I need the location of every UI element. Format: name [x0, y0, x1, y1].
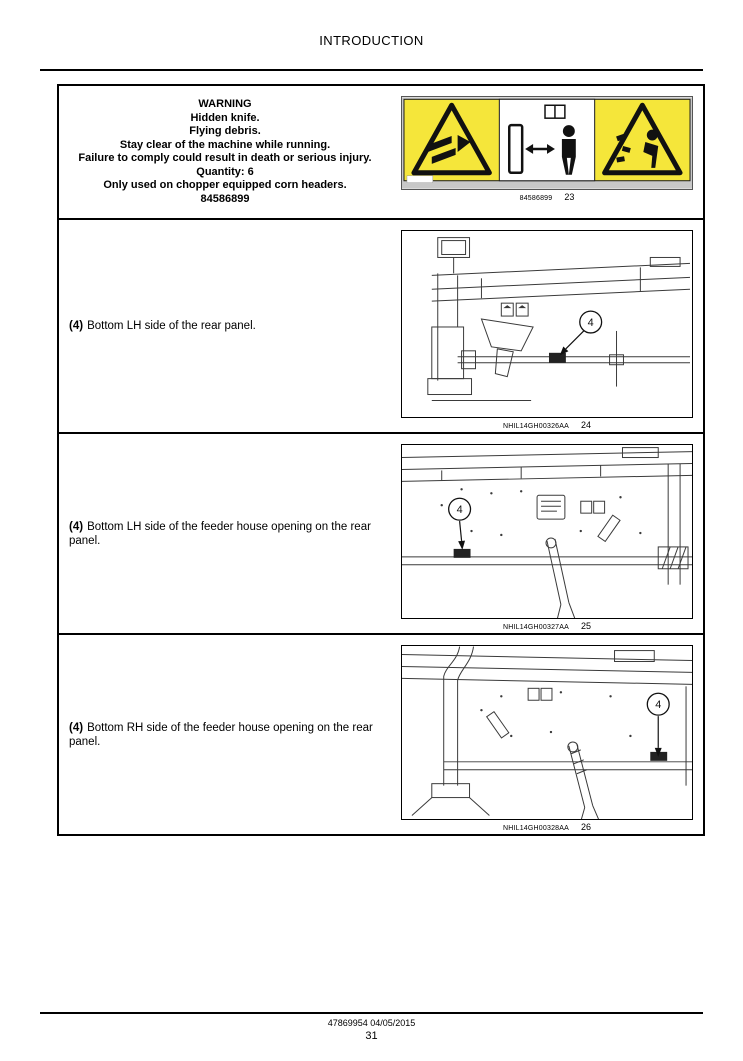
page-number: 31 [365, 1030, 378, 1042]
rear-panel-lh-illustration: 4 [427, 237, 691, 401]
figure-text-cell: (4)Bottom LH side of the feeder house op… [59, 434, 391, 633]
callout-circle [646, 692, 670, 716]
item-description: Bottom LH side of the rear panel. [87, 320, 256, 332]
footer-rule [40, 1012, 703, 1014]
figure-box: 4 [401, 444, 693, 619]
callout-arrow [654, 747, 662, 757]
figure-caption: NHIL14GH00326AA 24 [401, 420, 693, 432]
decal-location-marker [650, 751, 668, 761]
table-row-figure: (4)Bottom LH side of the feeder house op… [59, 434, 703, 635]
table-row-figure: (4)Bottom LH side of the rear panel. [59, 220, 703, 434]
warning-line: Failure to comply could result in death … [78, 152, 372, 164]
figure-label: (4)Bottom RH side of the feeder house op… [69, 721, 381, 749]
item-number: (4) [69, 520, 84, 533]
warning-line: Only used on chopper equipped corn heade… [103, 179, 347, 191]
figure-box: 4 [401, 230, 693, 418]
feeder-house-lh-illustration: 4 [402, 447, 692, 618]
callout-circle [448, 497, 472, 521]
hidden-knife-hazard-icon [411, 102, 492, 176]
figure-label: (4)Bottom LH side of the feeder house op… [69, 520, 381, 548]
figure-box: 4 [401, 645, 693, 820]
table-row-figure: (4)Bottom RH side of the feeder house op… [59, 635, 703, 834]
callout-number: 4 [655, 699, 661, 711]
figure-caption-code: NHIL14GH00328AA [502, 825, 570, 832]
figure-caption-number: 25 [581, 621, 592, 631]
figure-label: (4)Bottom LH side of the rear panel. [69, 319, 381, 333]
decal-location-marker [453, 548, 471, 558]
figure-caption-number: 23 [564, 192, 575, 202]
callout-circle [579, 310, 603, 334]
figure-caption-code: NHIL14GH00327AA [502, 624, 570, 631]
line-art [402, 447, 692, 618]
figure-caption-number: 26 [581, 822, 592, 832]
callout-number: 4 [588, 317, 594, 329]
item-number: (4) [69, 320, 84, 332]
warning-line: Hidden knife. [190, 111, 260, 124]
figure-caption-code: NHIL14GH00326AA [502, 423, 570, 430]
warning-decal-image [402, 97, 692, 189]
figure-caption: 84586899 23 [401, 192, 693, 204]
warning-decal-figure [401, 96, 693, 190]
rivet-dots [440, 488, 642, 537]
item-number: (4) [69, 721, 84, 734]
figure-caption-number: 24 [581, 420, 592, 430]
footer-reference: 47869954 04/05/2015 [327, 1018, 416, 1028]
figure-cell: 4 NHIL14GH00327AA 25 [391, 434, 703, 633]
warning-line: Quantity: 6 [196, 165, 254, 178]
rivet-dots [480, 691, 652, 738]
decal-part-number-strip [406, 175, 434, 183]
line-art [402, 646, 692, 819]
figure-text-cell: (4)Bottom LH side of the rear panel. [59, 220, 391, 432]
warning-line: Stay clear of the machine while running. [119, 138, 331, 151]
figure-cell: 4 NHIL14GH00328AA 26 [391, 635, 703, 834]
figure-text-cell: (4)Bottom RH side of the feeder house op… [59, 635, 391, 834]
decal-location-table: WARNING Hidden knife. Flying debris. Sta… [57, 84, 705, 836]
figure-caption: NHIL14GH00327AA 25 [401, 621, 693, 633]
table-row-warning: WARNING Hidden knife. Flying debris. Sta… [59, 86, 703, 220]
figure-caption-code: 84586899 [519, 195, 553, 202]
header-rule [40, 69, 703, 71]
item-description: Bottom RH side of the feeder house openi… [69, 721, 373, 748]
callout-arrow [458, 540, 466, 550]
item-description: Bottom LH side of the feeder house openi… [69, 520, 371, 547]
warning-title: WARNING [198, 98, 252, 110]
line-art [427, 237, 691, 401]
read-manual-keep-distance-icon [508, 104, 576, 175]
warning-line: 84586899 [200, 192, 250, 205]
warning-text-cell: WARNING Hidden knife. Flying debris. Sta… [59, 86, 391, 218]
decal-location-marker [548, 352, 566, 363]
callout-arrow [559, 346, 569, 356]
flying-debris-hazard-icon [602, 102, 683, 176]
callout-number: 4 [457, 504, 463, 516]
figure-caption: NHIL14GH00328AA 26 [401, 822, 693, 834]
page-title: INTRODUCTION [319, 33, 424, 48]
warning-line: Flying debris. [189, 125, 261, 137]
warning-decal-cell: 84586899 23 [391, 86, 703, 218]
feeder-house-rh-illustration: 4 [402, 646, 692, 819]
figure-cell: 4 NHIL14GH00326AA 24 [391, 220, 703, 432]
